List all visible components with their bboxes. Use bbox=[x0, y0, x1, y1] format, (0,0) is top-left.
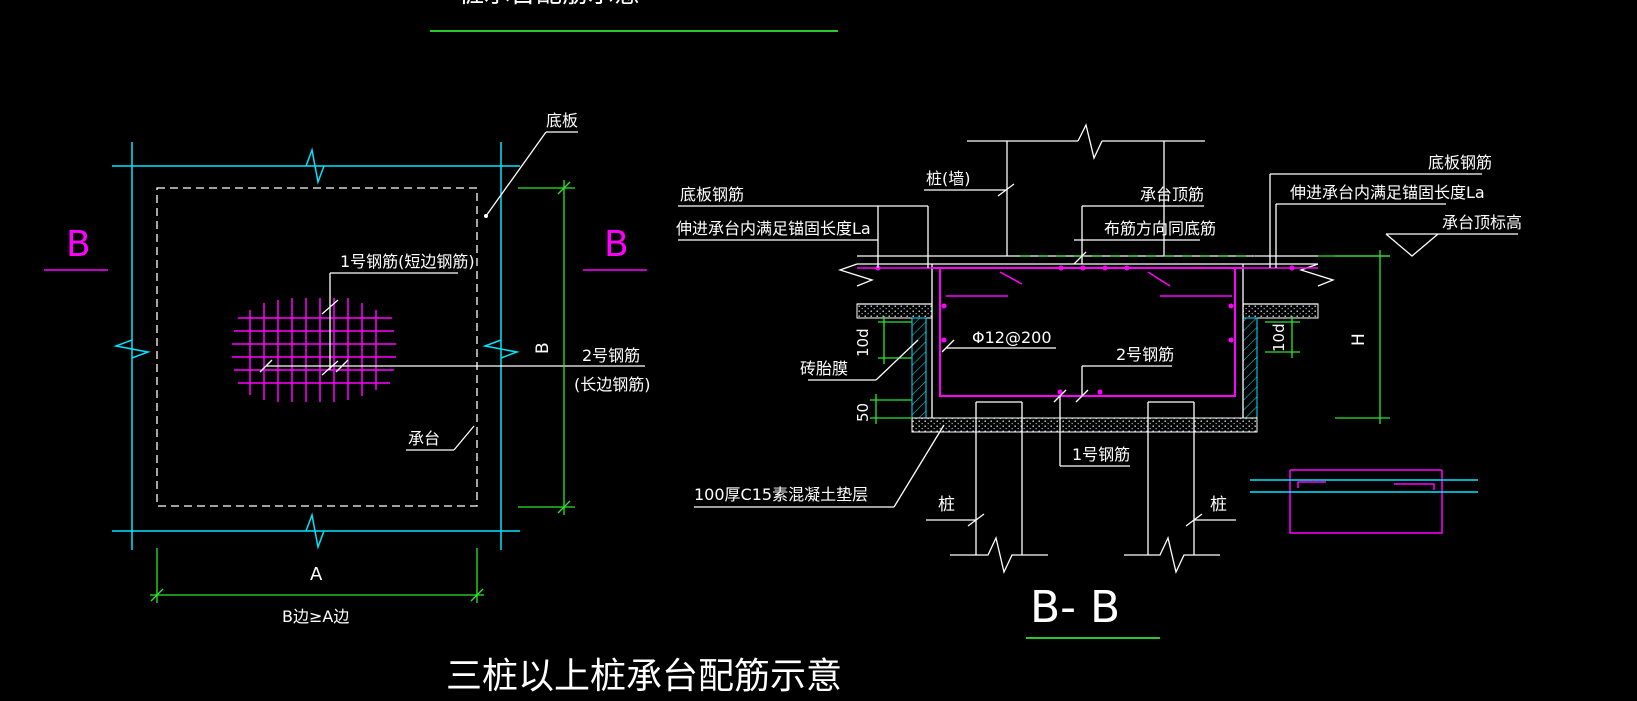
center-leaders: 承台顶筋 布筋方向同底筋 Φ12@200 2号钢筋 1号钢筋 bbox=[941, 185, 1216, 467]
pile-cap-outline bbox=[156, 187, 478, 507]
brick-mold-right bbox=[1242, 317, 1258, 419]
section-dimensions bbox=[870, 250, 1390, 424]
dimension-note-text: B边≥A边 bbox=[282, 607, 349, 626]
top-title: 桩承台配筋示意 bbox=[430, 0, 838, 32]
dim-h: H bbox=[1349, 333, 1369, 346]
section-mark-left: B bbox=[66, 224, 91, 265]
distribution-text: 布筋方向同底筋 bbox=[1104, 219, 1216, 238]
dimension-a: A B边≥A边 bbox=[150, 548, 484, 626]
dimension-a-text: A bbox=[310, 564, 323, 585]
pile-right-text: 桩 bbox=[1210, 495, 1227, 515]
slab-right-dotted bbox=[1242, 303, 1319, 319]
rebar1-section-text: 1号钢筋 bbox=[1072, 445, 1130, 464]
rebar-mesh bbox=[232, 298, 396, 402]
slab-section bbox=[837, 255, 1335, 305]
slab-label-text: 底板 bbox=[546, 111, 578, 130]
plan-view: B B 底板 1号钢筋(短边钢筋) 2号钢筋 (长边钢筋) bbox=[44, 111, 651, 626]
section-view: 10d 50 10d H 承台顶标高 底板钢筋 伸进承台内满足锚固长度La 桩(… bbox=[676, 123, 1522, 639]
break-mark-left bbox=[113, 339, 151, 359]
elevation-mark: 承台顶标高 bbox=[1385, 213, 1522, 257]
rebar2-label-text-2: (长边钢筋) bbox=[574, 375, 651, 394]
right-leaders: 底板钢筋 伸进承台内满足锚固长度La 桩 bbox=[1185, 153, 1492, 527]
cap-label: 承台 bbox=[406, 425, 475, 451]
cushion-layer bbox=[911, 417, 1258, 433]
dimension-b: B bbox=[518, 180, 575, 515]
brick-mold-text: 砖胎膜 bbox=[800, 359, 848, 378]
top-title-text: 桩承台配筋示意 bbox=[458, 0, 640, 9]
piles bbox=[950, 401, 1220, 574]
lap-detail bbox=[1250, 469, 1478, 534]
elevation-mark-text: 承台顶标高 bbox=[1442, 213, 1522, 232]
break-mark-right bbox=[482, 339, 520, 359]
column-outline bbox=[967, 123, 1205, 256]
anchor-left-text: 伸进承台内满足锚固长度La bbox=[676, 219, 871, 238]
dim-10d-left: 10d bbox=[854, 328, 872, 357]
break-mark-bottom bbox=[305, 512, 325, 550]
section-title: B- B bbox=[1030, 582, 1120, 633]
slab-label: 底板 bbox=[484, 111, 578, 218]
slab-left-dotted bbox=[856, 303, 933, 319]
caption: 三桩以上桩承台配筋示意 bbox=[446, 656, 842, 697]
rebar2-label-text-1: 2号钢筋 bbox=[582, 346, 640, 365]
dim-50: 50 bbox=[854, 403, 872, 422]
cap-label-text: 承台 bbox=[408, 429, 440, 448]
left-leaders: 底板钢筋 伸进承台内满足锚固长度La 桩(墙) 砖胎膜 100厚C15素混凝土垫… bbox=[676, 169, 1015, 527]
slab-outline bbox=[112, 142, 520, 550]
cushion-text: 100厚C15素混凝土垫层 bbox=[694, 485, 868, 504]
cap-outline bbox=[931, 264, 1244, 418]
cap-top-rebar-text: 承台顶筋 bbox=[1140, 185, 1204, 204]
section-mark-right: B bbox=[604, 224, 629, 265]
rebar2-section-text: 2号钢筋 bbox=[1116, 345, 1174, 364]
rebar2-label: 2号钢筋 (长边钢筋) bbox=[259, 346, 651, 394]
break-mark-top bbox=[305, 147, 325, 185]
rebar-spec-text: Φ12@200 bbox=[972, 328, 1052, 347]
slab-rebar-left-text: 底板钢筋 bbox=[680, 185, 744, 204]
dim-10d-right: 10d bbox=[1270, 323, 1288, 352]
anchor-right-text: 伸进承台内满足锚固长度La bbox=[1290, 183, 1485, 202]
rebar1-label-text: 1号钢筋(短边钢筋) bbox=[340, 252, 475, 271]
pile-left-text: 桩 bbox=[938, 495, 955, 515]
slab-rebar-right-text: 底板钢筋 bbox=[1428, 153, 1492, 172]
brick-mold-left bbox=[911, 317, 927, 419]
dimension-b-text: B bbox=[533, 342, 553, 354]
pile-wall-text: 桩(墙) bbox=[926, 169, 971, 188]
rebar1-label: 1号钢筋(短边钢筋) bbox=[321, 252, 475, 376]
